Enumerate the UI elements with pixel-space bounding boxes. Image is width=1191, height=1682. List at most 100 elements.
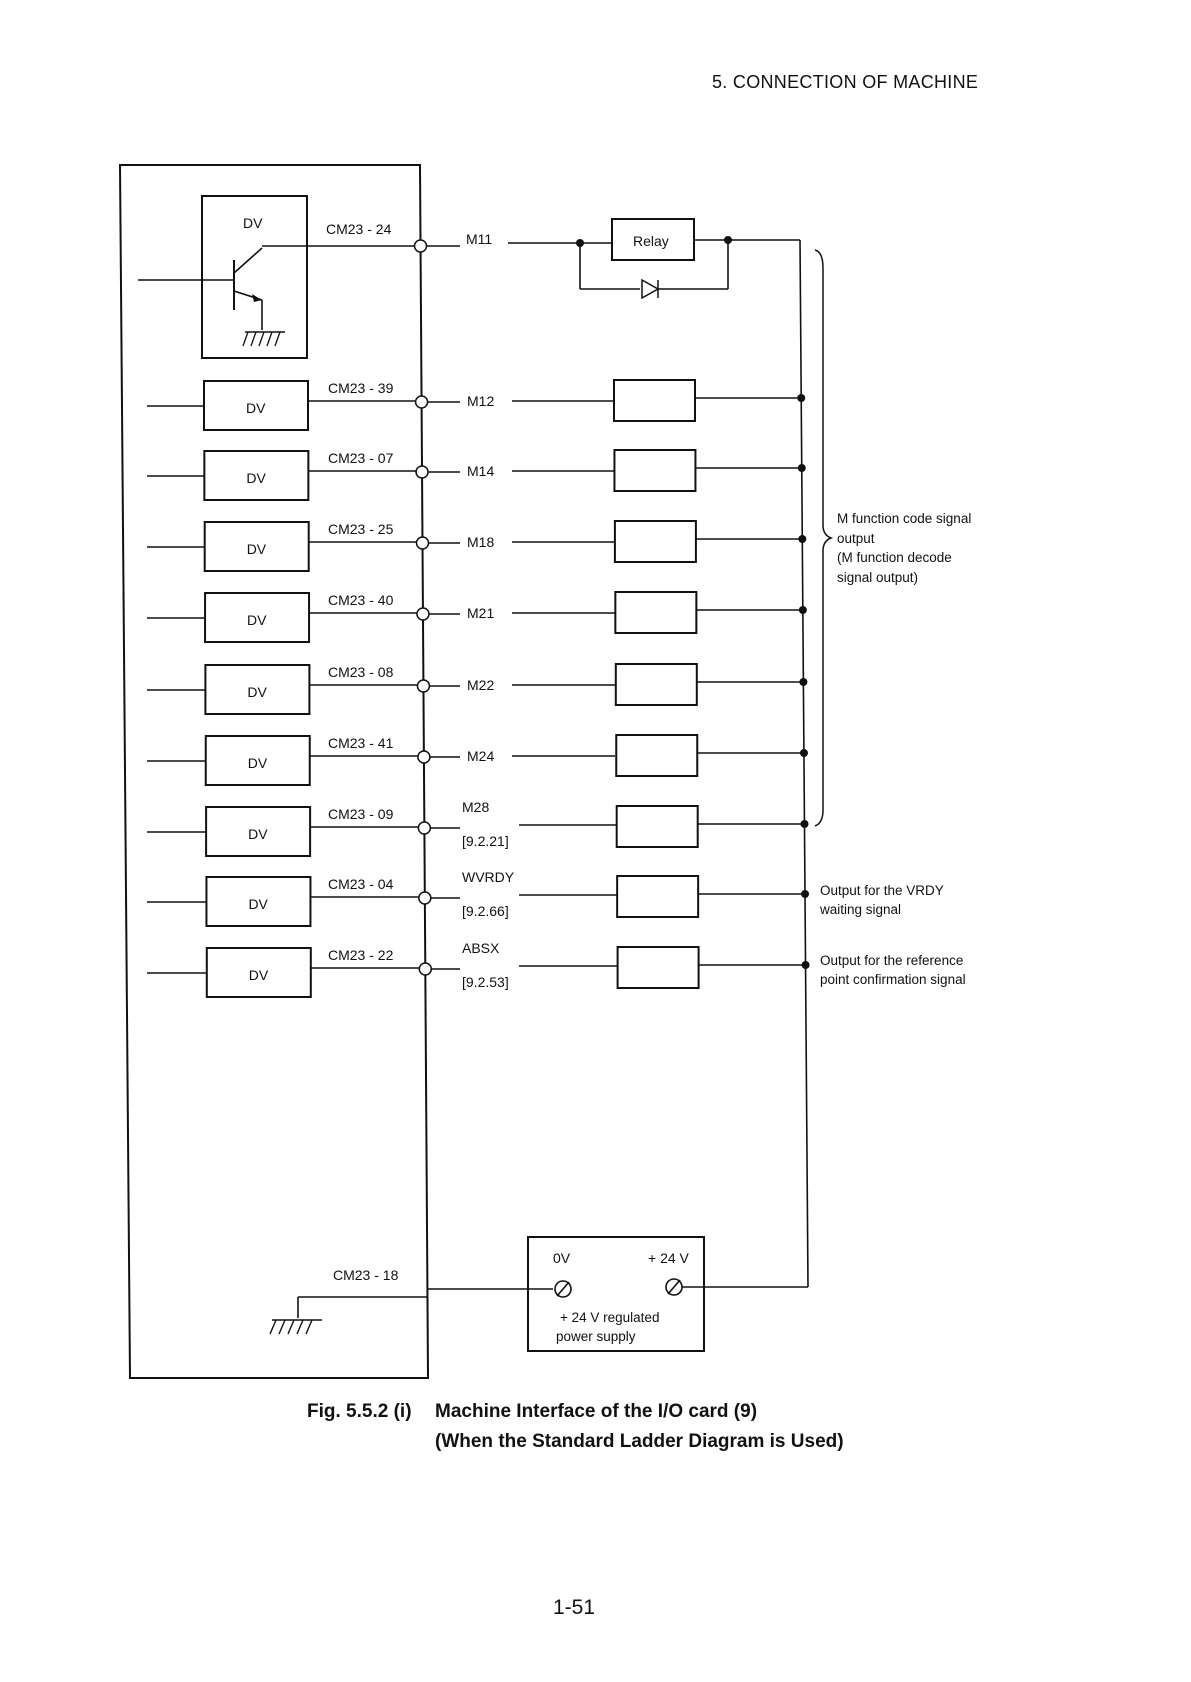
supply-bus [799,239,809,1288]
driver-label: DV [246,400,266,416]
connector-icon [418,962,433,976]
junction-icon [798,606,807,614]
load-box [613,449,697,492]
signal-label: M18 [467,534,494,550]
load-box [613,379,696,422]
signal-label: M22 [467,677,494,693]
m-function-note-2: output [837,531,875,546]
signal-label: M28 [462,799,489,815]
ground-hatch [266,331,273,347]
io-card-outline [118,164,430,1379]
signal-label: M11 [466,231,492,247]
transistor-collector-icon [233,247,263,274]
load-box [615,734,699,777]
junction-icon [798,535,807,543]
diode-icon [641,278,660,300]
signal-label: M24 [467,748,494,764]
driver-box [201,195,308,359]
relay-label: Relay [633,233,669,249]
driver-box [203,450,310,501]
connector-icon [416,607,430,621]
driver-label: DV [247,612,267,628]
driver-label: DV [248,896,268,912]
connector-icon [415,465,429,479]
power-supply-name-1: + 24 V regulated [560,1310,659,1325]
connector-icon [415,536,430,550]
driver-label: DV [247,541,267,557]
driver-label: DV [247,684,267,700]
pin-label: CM23 - 40 [328,592,394,608]
signal-label: WVRDY [462,869,515,885]
junction-icon [801,961,810,969]
driver-box [204,592,311,643]
power-supply-box [527,1236,705,1352]
m-function-note-4: signal output) [837,570,918,585]
driver-box [205,876,312,927]
figure-title-line2: (When the Standard Ladder Diagram is Use… [435,1431,844,1452]
driver-box [205,947,312,998]
emitter-arrow-icon [252,294,262,302]
pin-label: CM23 - 41 [328,735,394,751]
pin-label: CM23 - 07 [328,450,394,466]
load-box [614,591,698,634]
load-box [615,805,699,848]
connector-icon [414,395,429,409]
ground-hatch [258,331,265,347]
power-supply-name-2: power supply [556,1329,636,1344]
signal-label: M12 [467,393,494,409]
m-function-note-3: (M function decode [837,550,952,565]
section-header: 5. CONNECTION OF MACHINE [712,72,979,92]
junction-icon [799,678,808,686]
load-box [616,875,700,918]
signal-label: ABSX [462,940,500,956]
driver-box [203,521,310,572]
ground-hatch [274,331,281,347]
load-box [614,663,698,706]
driver-box [203,380,309,431]
zero-volt-label: 0V [553,1250,571,1266]
signal-label: M14 [467,463,494,479]
driver-label: DV [248,755,268,771]
vrdy-note-2: waiting signal [819,902,901,917]
plus-24v-label: + 24 V [648,1250,690,1266]
connector-icon [418,891,432,905]
pin-label: CM23 - 08 [328,664,394,680]
signal-label: M21 [467,605,494,621]
figure-title-line1: Machine Interface of the I/O card (9) [435,1401,758,1422]
pin-label: CM23 - 24 [326,221,392,237]
m-function-note-1: M function code signal [837,511,971,526]
junction-icon [797,394,806,402]
pin-label: CM23 - 04 [328,876,394,892]
ground-hatch [250,331,257,347]
driver-label: DV [246,470,266,486]
junction-icon [801,890,810,898]
pin-label: CM23 - 25 [328,521,394,537]
driver-box [204,664,311,715]
reference-label: [9.2.66] [462,903,509,919]
page-number: 1-51 [553,1596,596,1619]
load-box [613,520,697,563]
figure-number: Fig. 5.5.2 (i) [307,1401,412,1422]
connector-icon [417,750,431,764]
driver-box [204,735,311,786]
figure-caption: Fig. 5.5.2 (i) Machine Interface of the I… [307,1397,844,1457]
ground-pin-label: CM23 - 18 [333,1267,399,1283]
connector-icon [413,239,428,253]
driver-label: DV [243,215,263,231]
ground-hatch [242,331,249,347]
vrdy-note-1: Output for the VRDY [820,883,944,898]
reference-label: [9.2.53] [462,974,509,990]
junction-icon [797,464,806,472]
driver-box [205,806,312,857]
connector-icon [416,679,431,693]
driver-label: DV [248,826,268,842]
junction-icon [800,820,809,828]
load-box [616,946,700,989]
connector-icon [417,821,432,835]
driver-label: DV [249,967,269,983]
pin-label: CM23 - 09 [328,806,394,822]
junction-icon [799,749,808,757]
absx-note-2: point confirmation signal [820,972,966,987]
